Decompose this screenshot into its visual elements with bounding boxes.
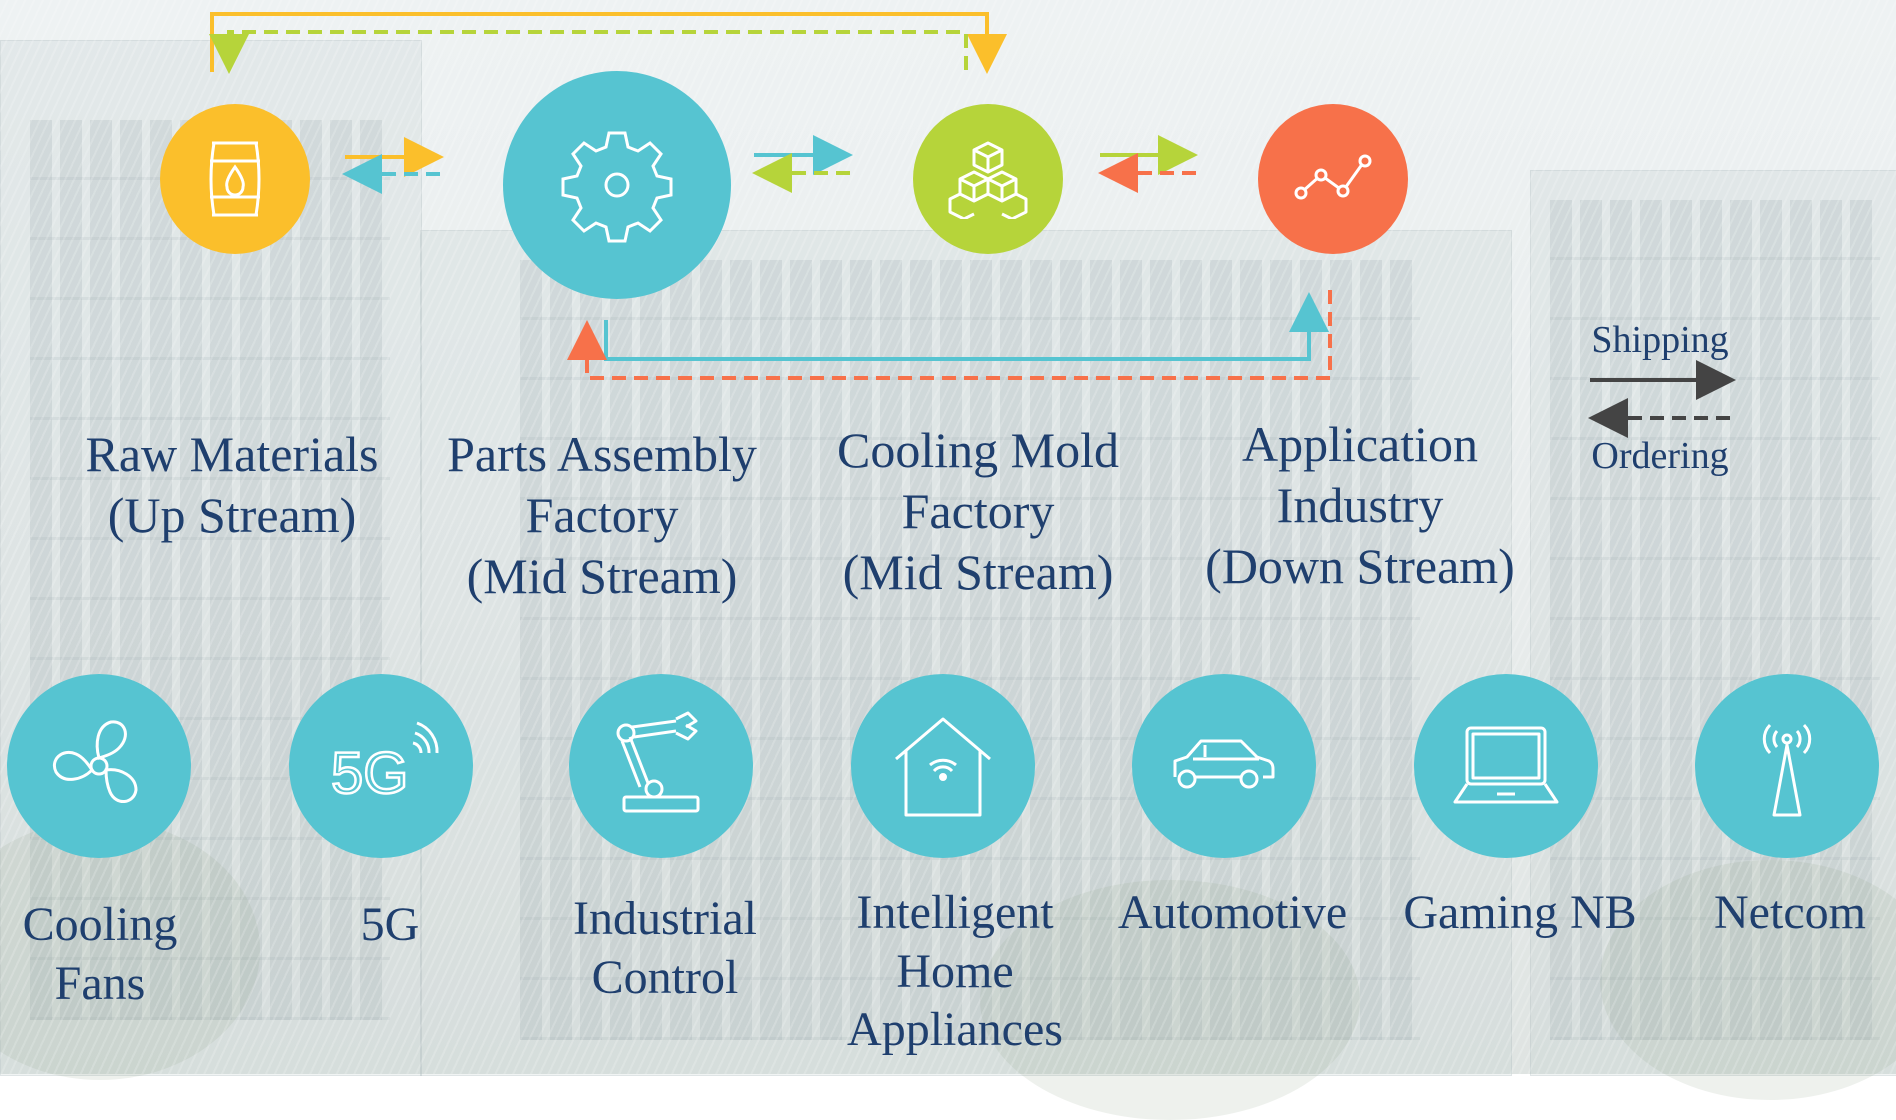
app-intelligent-home-node bbox=[851, 674, 1035, 858]
label-line: Home bbox=[896, 944, 1014, 998]
app-netcom-node bbox=[1695, 674, 1879, 858]
label-line: Intelligent bbox=[856, 886, 1054, 939]
label-line: Gaming NB bbox=[1403, 886, 1637, 939]
smart-home-icon bbox=[888, 711, 998, 821]
supply-chain-arrows bbox=[209, 12, 1736, 438]
car-icon bbox=[1169, 731, 1279, 801]
legend-ordering-label: Ordering bbox=[1591, 435, 1729, 477]
parts-assembly-node bbox=[503, 71, 731, 299]
fan-icon bbox=[44, 711, 154, 821]
5g-icon: 5G bbox=[321, 721, 441, 811]
label-line: Fans bbox=[54, 956, 146, 1010]
laptop-icon bbox=[1451, 724, 1561, 808]
label-line: Raw Materials bbox=[85, 426, 379, 482]
antenna-icon bbox=[1742, 711, 1832, 821]
shipping-arrow-parts-to-app bbox=[604, 292, 1329, 361]
application-industry-node bbox=[1258, 104, 1408, 254]
label-line: Application bbox=[1241, 416, 1479, 472]
label-line: Control bbox=[591, 950, 739, 1004]
building-right bbox=[1530, 170, 1896, 1076]
label-line: (Down Stream) bbox=[1205, 538, 1515, 594]
building-center-windows bbox=[520, 260, 1420, 1040]
building-right-windows bbox=[1550, 200, 1880, 1040]
tree bbox=[1600, 860, 1896, 1100]
app-industrial-control-node bbox=[569, 674, 753, 858]
app-industrial-control-label: Industrial Control bbox=[530, 890, 800, 1007]
line-graph-icon bbox=[1291, 149, 1375, 209]
app-5g-label: 5G bbox=[290, 896, 490, 955]
ordering-arrow-app-to-parts bbox=[567, 290, 1332, 380]
label-line: 5G bbox=[360, 898, 420, 951]
cooling-mold-label: Cooling Mold Factory (Mid Stream) bbox=[808, 420, 1148, 603]
building-left-windows bbox=[30, 120, 390, 1020]
app-netcom-label: Netcom bbox=[1690, 884, 1890, 943]
app-automotive-label: Automotive bbox=[1100, 884, 1365, 943]
label-line: Industry bbox=[1276, 477, 1444, 533]
ordering-arrow-mold-to-raw bbox=[209, 30, 968, 74]
raw-materials-label: Raw Materials (Up Stream) bbox=[62, 424, 402, 546]
label-line: Netcom bbox=[1714, 886, 1866, 939]
label-line: Factory bbox=[525, 487, 679, 543]
oil-barrel-icon bbox=[200, 139, 270, 219]
app-automotive-node bbox=[1132, 674, 1316, 858]
label-line: (Mid Stream) bbox=[466, 548, 738, 604]
shipping-arrow-raw-to-mold bbox=[210, 12, 1007, 74]
legend-shipping-label: Shipping bbox=[1591, 319, 1729, 361]
gear-icon bbox=[557, 125, 677, 245]
cubes-icon bbox=[946, 139, 1030, 219]
label-line: Factory bbox=[901, 483, 1055, 539]
label-line: Cooling Mold bbox=[837, 422, 1119, 478]
app-gaming-nb-node bbox=[1414, 674, 1598, 858]
robot-arm-icon bbox=[606, 711, 716, 821]
label-line: Industrial bbox=[573, 892, 757, 945]
label-line: Appliances bbox=[847, 1003, 1063, 1057]
cooling-mold-node bbox=[913, 104, 1063, 254]
label-line: (Up Stream) bbox=[107, 487, 357, 543]
label-line: (Mid Stream) bbox=[842, 544, 1114, 600]
app-intelligent-home-label: Intelligent Home Appliances bbox=[815, 884, 1095, 1060]
label-line: Cooling bbox=[22, 898, 178, 951]
application-industry-label: Application Industry (Down Stream) bbox=[1180, 414, 1540, 597]
app-gaming-nb-label: Gaming NB bbox=[1375, 884, 1665, 943]
building-center bbox=[420, 230, 1512, 1076]
label-line: Parts Assembly bbox=[447, 426, 757, 482]
raw-materials-node bbox=[160, 104, 310, 254]
label-line: Automotive bbox=[1117, 886, 1348, 939]
app-5g-node: 5G bbox=[289, 674, 473, 858]
app-cooling-fans-label: Cooling Fans bbox=[0, 896, 200, 1013]
tree bbox=[0, 820, 260, 1080]
5g-glyph: 5G bbox=[331, 741, 408, 806]
parts-assembly-label: Parts Assembly Factory (Mid Stream) bbox=[422, 424, 782, 607]
app-cooling-fans-node bbox=[7, 674, 191, 858]
